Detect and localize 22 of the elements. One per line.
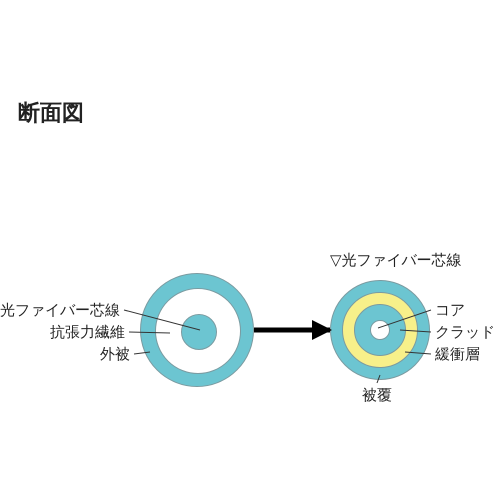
leader-line [376,374,380,384]
section-heading: ▽光ファイバー芯線 [330,250,462,270]
title: 断面図 [18,100,84,128]
part-label: クラッド [435,322,495,342]
leader-line [124,310,200,330]
arrow [254,320,332,340]
part-label: 光ファイバー芯線 [0,300,120,320]
inner-ring [155,288,241,374]
leader-line [378,310,432,328]
part-label: 抗張力繊維 [50,322,125,342]
part-label: 緩衝層 [435,344,480,364]
part-label: 被覆 [362,385,392,405]
leader-line [128,332,170,334]
part-label: 外被 [100,344,130,364]
center-disc [181,314,217,350]
leader-line [404,352,432,354]
center-disc [370,320,390,340]
leader-line [400,330,432,332]
inner-ring [354,304,406,356]
part-label: コア [435,300,465,320]
middle-ring [342,292,418,368]
leader-line [134,352,150,354]
